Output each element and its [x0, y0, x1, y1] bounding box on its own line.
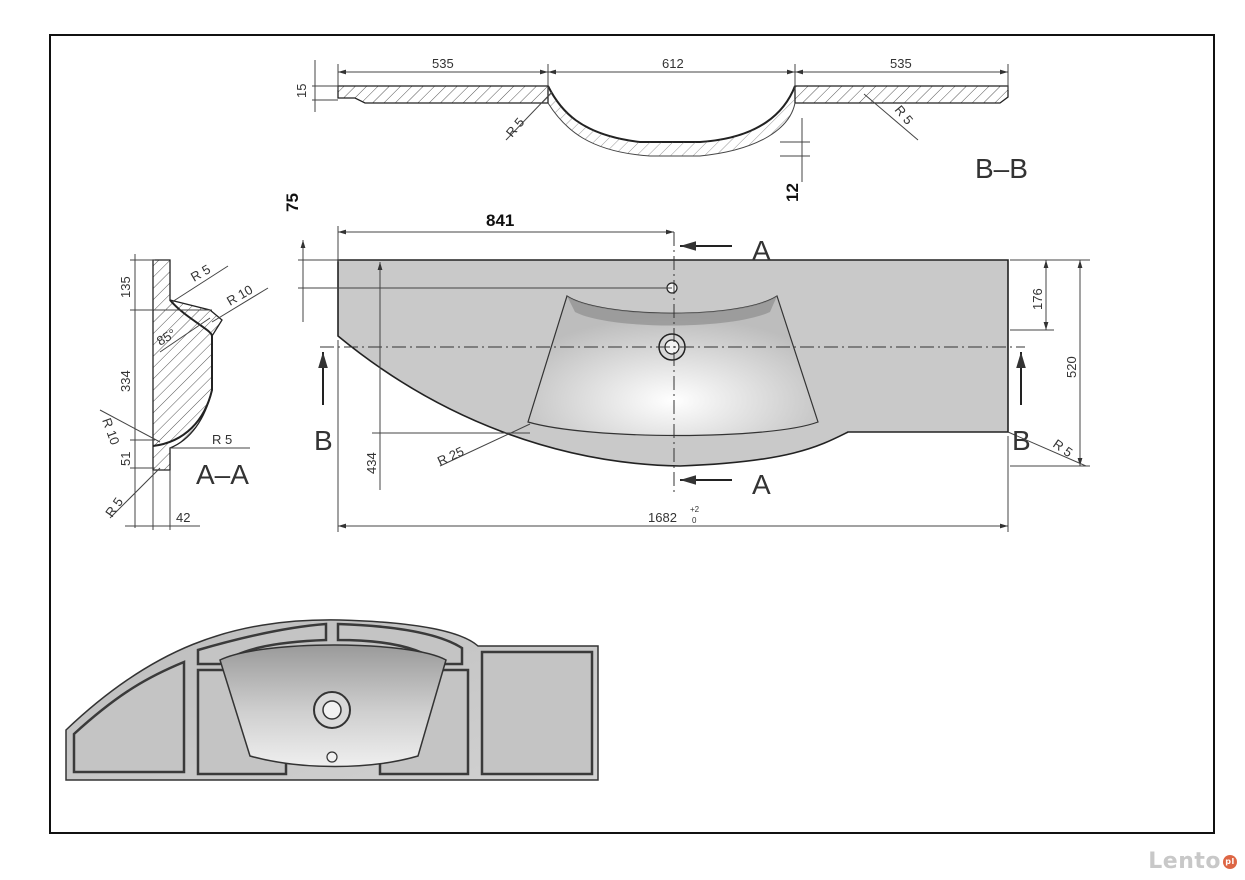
section-bb — [312, 60, 1009, 182]
dim-top-offset: 75 — [283, 193, 302, 212]
dim-corner-radius: R 5 — [1050, 436, 1075, 460]
dim-aa-51: 51 — [118, 452, 133, 466]
dim-total-length: 1682 — [648, 510, 677, 525]
section-label-a-top: A — [752, 235, 771, 266]
dim-bb-left: 535 — [432, 56, 454, 71]
underside-view — [65, 619, 599, 781]
dim-right-depth: 176 — [1030, 288, 1045, 310]
plan-view — [298, 226, 1090, 532]
dim-aa-42: 42 — [176, 510, 190, 525]
dim-aa-r10-top: R 10 — [224, 282, 255, 309]
dim-total-depth: 520 — [1064, 356, 1079, 378]
dim-aa-135: 135 — [118, 276, 133, 298]
dim-left-depth: 434 — [364, 452, 379, 474]
dim-bowl-radius: R 25 — [435, 444, 466, 469]
dim-aa-r5-low: R 5 — [102, 495, 126, 520]
dim-tap-position: 841 — [486, 211, 514, 230]
dim-tolerance-zero: 0 — [692, 516, 697, 525]
watermark-brand: Lento — [1148, 849, 1221, 874]
dim-bb-mid: 612 — [662, 56, 684, 71]
drawing-frame — [49, 34, 1215, 834]
section-label-b-right: B — [1012, 425, 1031, 456]
dim-bb-thickness: 15 — [294, 84, 309, 98]
section-label-a-bottom: A — [752, 469, 771, 500]
section-label-aa: A–A — [196, 459, 249, 490]
dim-bb-radius-right: R 5 — [892, 102, 916, 127]
watermark-tld: pl — [1223, 855, 1237, 869]
dim-bb-radius-left: R 5 — [503, 115, 527, 140]
section-label-bb: B–B — [975, 153, 1028, 184]
section-label-b-left: B — [314, 425, 333, 456]
dim-tolerance-plus: +2 — [690, 505, 700, 514]
dim-bb-right: 535 — [890, 56, 912, 71]
dim-aa-r5-top: R 5 — [188, 261, 213, 284]
dim-aa-r5-bottom: R 5 — [212, 432, 232, 447]
dim-aa-334: 334 — [118, 370, 133, 392]
section-aa — [99, 254, 269, 530]
dim-bb-depth: 12 — [783, 183, 802, 202]
